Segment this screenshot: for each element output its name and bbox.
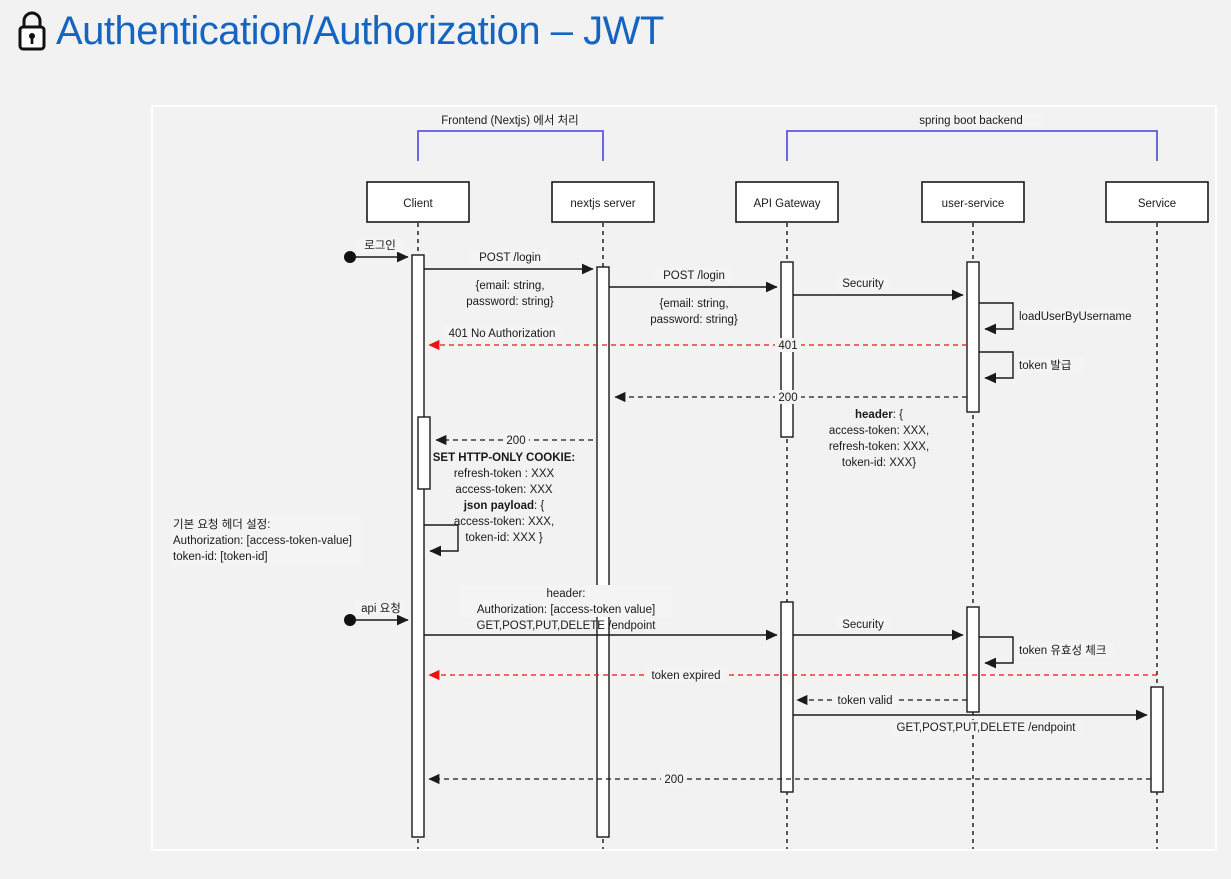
message-label-200-a: 200 bbox=[778, 392, 797, 404]
message-body-post-login-1a: {email: string, bbox=[475, 280, 544, 292]
entry-login: 로그인 bbox=[344, 238, 409, 263]
message-label-token-issue: token 발급 bbox=[1019, 359, 1072, 372]
message-note-header-line2: access-token: XXX, bbox=[829, 425, 929, 437]
message-200-to-client: 200 SET HTTP-ONLY COOKIE: refresh-token … bbox=[433, 433, 593, 544]
message-200-to-nextjs: 200 header: { access-token: XXX, refresh… bbox=[614, 390, 967, 469]
message-label-200-b: 200 bbox=[506, 435, 525, 447]
participant-label-user-service: user-service bbox=[942, 198, 1005, 210]
activation-user-service-1 bbox=[966, 261, 980, 413]
group-bracket-backend: spring boot backend bbox=[786, 113, 1158, 161]
message-self-load-user-by-username: loadUserByUsername bbox=[979, 302, 1132, 335]
cookie-note-line5: access-token: XXX, bbox=[454, 516, 554, 528]
message-label-token-expired: token expired bbox=[651, 670, 720, 682]
header-open-brace: : { bbox=[893, 409, 903, 421]
activation-nextjs-server bbox=[596, 266, 610, 838]
request-verbs-label-2: GET,POST,PUT,DELETE /endpoint bbox=[897, 722, 1077, 734]
lock-icon bbox=[18, 11, 46, 51]
note-default-headers-line2: Authorization: [access-token-value] bbox=[173, 535, 352, 547]
message-self-default-headers: 기본 요청 헤더 설정: Authorization: [access-toke… bbox=[171, 516, 459, 566]
participant-service[interactable]: Service bbox=[1105, 181, 1209, 223]
message-endpoint-request-client-to-gateway: header: Authorization: [access-token val… bbox=[424, 585, 778, 641]
message-label-401-short: 401 bbox=[778, 340, 797, 352]
message-label-token-validity-check: token 유효성 체크 bbox=[1019, 644, 1106, 657]
message-label-401-full: 401 No Authorization bbox=[449, 328, 556, 340]
participant-nextjs-server[interactable]: nextjs server bbox=[551, 181, 655, 223]
message-note-header-line1: header: { bbox=[855, 409, 903, 421]
message-self-token-issue: token 발급 bbox=[979, 351, 1085, 384]
activation-service bbox=[1150, 686, 1164, 793]
message-note-header-line3: refresh-token: XXX, bbox=[829, 441, 929, 453]
message-200-final: 200 bbox=[428, 772, 1151, 786]
participant-client[interactable]: Client bbox=[366, 181, 470, 223]
message-label-security-1: Security bbox=[842, 278, 884, 290]
participant-label-service: Service bbox=[1138, 198, 1176, 210]
participant-label-nextjs-server: nextjs server bbox=[570, 198, 635, 210]
cookie-note-line1: SET HTTP-ONLY COOKIE: bbox=[433, 452, 576, 464]
page-title: Authentication/Authorization – JWT bbox=[14, 8, 664, 54]
message-security-2: Security bbox=[793, 616, 964, 641]
group-label-frontend: Frontend (Nextjs) 에서 처리 bbox=[441, 114, 579, 127]
participant-label-api-gateway: API Gateway bbox=[753, 198, 820, 210]
activation-user-service-2 bbox=[966, 606, 980, 713]
group-label-backend: spring boot backend bbox=[919, 115, 1023, 127]
message-body-post-login-1b: password: string} bbox=[466, 296, 554, 308]
entry-api-request: api 요청 bbox=[344, 601, 409, 626]
entry-label-login: 로그인 bbox=[364, 239, 396, 252]
participant-api-gateway[interactable]: API Gateway bbox=[735, 181, 839, 223]
message-note-header-line4: token-id: XXX} bbox=[842, 457, 916, 469]
cookie-note-line6: token-id: XXX } bbox=[465, 532, 543, 544]
activation-client-nested bbox=[417, 416, 431, 490]
group-bracket-frontend: Frontend (Nextjs) 에서 처리 bbox=[417, 113, 604, 161]
cookie-note-line4: json payload: { bbox=[463, 500, 545, 512]
message-self-token-validity-check: token 유효성 체크 bbox=[979, 636, 1113, 669]
participant-label-client: Client bbox=[403, 198, 433, 210]
cookie-note-line2: refresh-token : XXX bbox=[454, 468, 555, 480]
message-token-expired: token expired bbox=[428, 668, 1157, 682]
message-label-post-login-2: POST /login bbox=[663, 270, 725, 282]
request-header-label: header: bbox=[546, 588, 585, 600]
json-payload-keyword: json payload bbox=[463, 500, 534, 512]
message-token-valid: token valid bbox=[796, 693, 967, 707]
message-body-post-login-2a: {email: string, bbox=[659, 298, 728, 310]
message-label-post-login-1: POST /login bbox=[479, 252, 541, 264]
json-payload-open-brace: : { bbox=[534, 500, 544, 512]
message-label-security-2: Security bbox=[842, 619, 884, 631]
participant-user-service[interactable]: user-service bbox=[921, 181, 1025, 223]
message-label-load-user-by-username: loadUserByUsername bbox=[1019, 311, 1132, 323]
message-label-200-c: 200 bbox=[664, 774, 683, 786]
message-security-1: Security bbox=[793, 276, 964, 301]
request-verbs-label-1: GET,POST,PUT,DELETE /endpoint bbox=[477, 620, 657, 632]
message-endpoint-request-gateway-to-service: GET,POST,PUT,DELETE /endpoint bbox=[793, 709, 1148, 734]
activation-api-gateway-2 bbox=[780, 601, 794, 793]
activation-client-main bbox=[411, 254, 425, 838]
page-title-text: Authentication/Authorization – JWT bbox=[56, 9, 664, 53]
sequence-diagram-frame: Frontend (Nextjs) 에서 처리 spring boot back… bbox=[151, 105, 1217, 851]
message-label-token-valid: token valid bbox=[838, 695, 893, 707]
request-authorization-label: Authorization: [access-token value] bbox=[477, 604, 655, 616]
note-default-headers-line3: token-id: [token-id] bbox=[173, 551, 268, 563]
sequence-diagram-svg: Frontend (Nextjs) 에서 처리 spring boot back… bbox=[171, 113, 1209, 849]
message-post-login-nextjs-to-gateway: POST /login {email: string, password: st… bbox=[609, 268, 778, 326]
message-401-no-authorization: 401 No Authorization 401 bbox=[428, 326, 967, 352]
cookie-note-line3: access-token: XXX bbox=[455, 484, 552, 496]
message-post-login-client-to-nextjs: POST /login {email: string, password: st… bbox=[424, 250, 594, 308]
note-default-headers-line1: 기본 요청 헤더 설정: bbox=[173, 518, 270, 531]
message-body-post-login-2b: password: string} bbox=[650, 314, 738, 326]
header-keyword: header bbox=[855, 409, 893, 421]
entry-label-api-request: api 요청 bbox=[361, 602, 401, 615]
